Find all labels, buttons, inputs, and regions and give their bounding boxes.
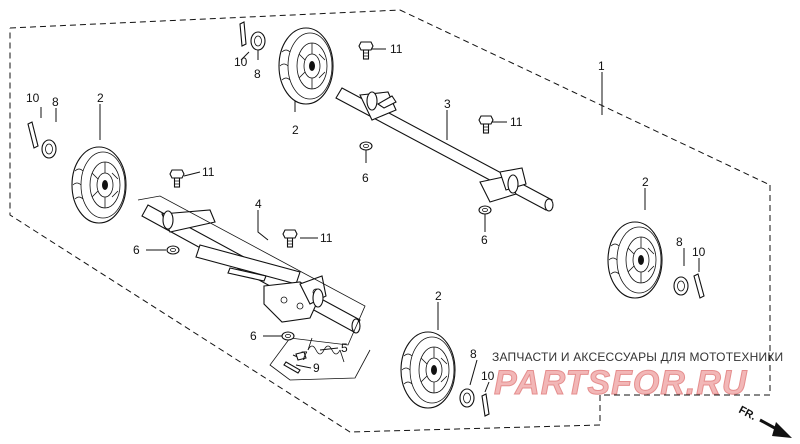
watermark-logo: PARTSFOR.RU (494, 364, 748, 402)
callout-washer-a: 6 (362, 171, 369, 185)
cotter-pin-right (693, 273, 705, 299)
bolt-d (282, 229, 298, 248)
front-direction-indicator: FR. (737, 404, 792, 438)
wheel-washer-right (673, 276, 689, 296)
callout-bolt-d: 11 (320, 231, 333, 245)
wheel-washer-left (41, 139, 57, 159)
leader-lines (40, 48, 700, 393)
washer-d (281, 331, 295, 341)
callout-cotter-top: 10 (234, 55, 248, 69)
callout-washer-d: 6 (250, 329, 257, 343)
callout-tire-left: 2 (97, 91, 104, 105)
callout-pin: 9 (313, 361, 320, 375)
callout-wheel-washer-right: 8 (676, 235, 683, 249)
washer-a (359, 141, 373, 151)
wheel-washer-top (250, 31, 266, 51)
callout-bolt-a: 11 (390, 42, 403, 56)
callout-wheel-washer-top: 8 (254, 67, 261, 81)
cotter-pin-left (27, 121, 39, 149)
wheel-washer-bottom (459, 388, 475, 408)
frame-outline (9, 9, 771, 433)
callout-cotter-bottom: 10 (481, 369, 495, 383)
direction-arrow-icon (759, 418, 792, 438)
callout-bolt-b: 11 (510, 115, 523, 129)
callout-washer-b: 6 (481, 233, 488, 247)
callout-wheel-washer-bottom: 8 (470, 347, 477, 361)
callout-frame: 1 (598, 59, 605, 73)
clip (295, 351, 307, 361)
washer-b (478, 205, 492, 215)
callout-bolt-c: 11 (202, 165, 215, 179)
cotter-pin-bottom (481, 393, 490, 417)
callout-tire-bottom: 2 (435, 289, 442, 303)
wheel-top (278, 27, 334, 105)
callout-washer-c: 6 (133, 243, 140, 257)
callout-rear-axle: 4 (255, 197, 262, 211)
bolt-a (358, 41, 374, 60)
callout-tire-top: 2 (292, 123, 299, 137)
washer-c (166, 245, 180, 255)
wheel-bottom (400, 331, 456, 409)
bolt-c (169, 169, 185, 188)
front-axle (335, 87, 554, 212)
direction-label: FR. (737, 404, 758, 423)
bolt-b (478, 115, 494, 134)
cotter-pin-top (239, 21, 247, 47)
callout-cotter-left: 10 (26, 91, 40, 105)
wheel-right (607, 221, 663, 299)
wheel-left (71, 146, 127, 224)
rear-axle (137, 195, 371, 381)
pin (283, 361, 301, 374)
callout-labels: 1 2 2 2 2 3 4 5 6 6 6 6 7 8 8 8 8 9 10 1… (26, 42, 706, 383)
callout-clip: 7 (301, 349, 308, 363)
spring (307, 337, 345, 363)
callout-front-axle: 3 (444, 97, 451, 111)
watermark: ЗАПЧАСТИ И АКСЕССУАРЫ ДЛЯ МОТОТЕХНИКИ PA… (492, 350, 783, 403)
watermark-tagline: ЗАПЧАСТИ И АКСЕССУАРЫ ДЛЯ МОТОТЕХНИКИ (492, 350, 783, 364)
callout-spring: 5 (341, 341, 348, 355)
callout-cotter-right: 10 (692, 245, 706, 259)
callout-wheel-washer-left: 8 (52, 95, 59, 109)
callout-tire-right: 2 (642, 175, 649, 189)
